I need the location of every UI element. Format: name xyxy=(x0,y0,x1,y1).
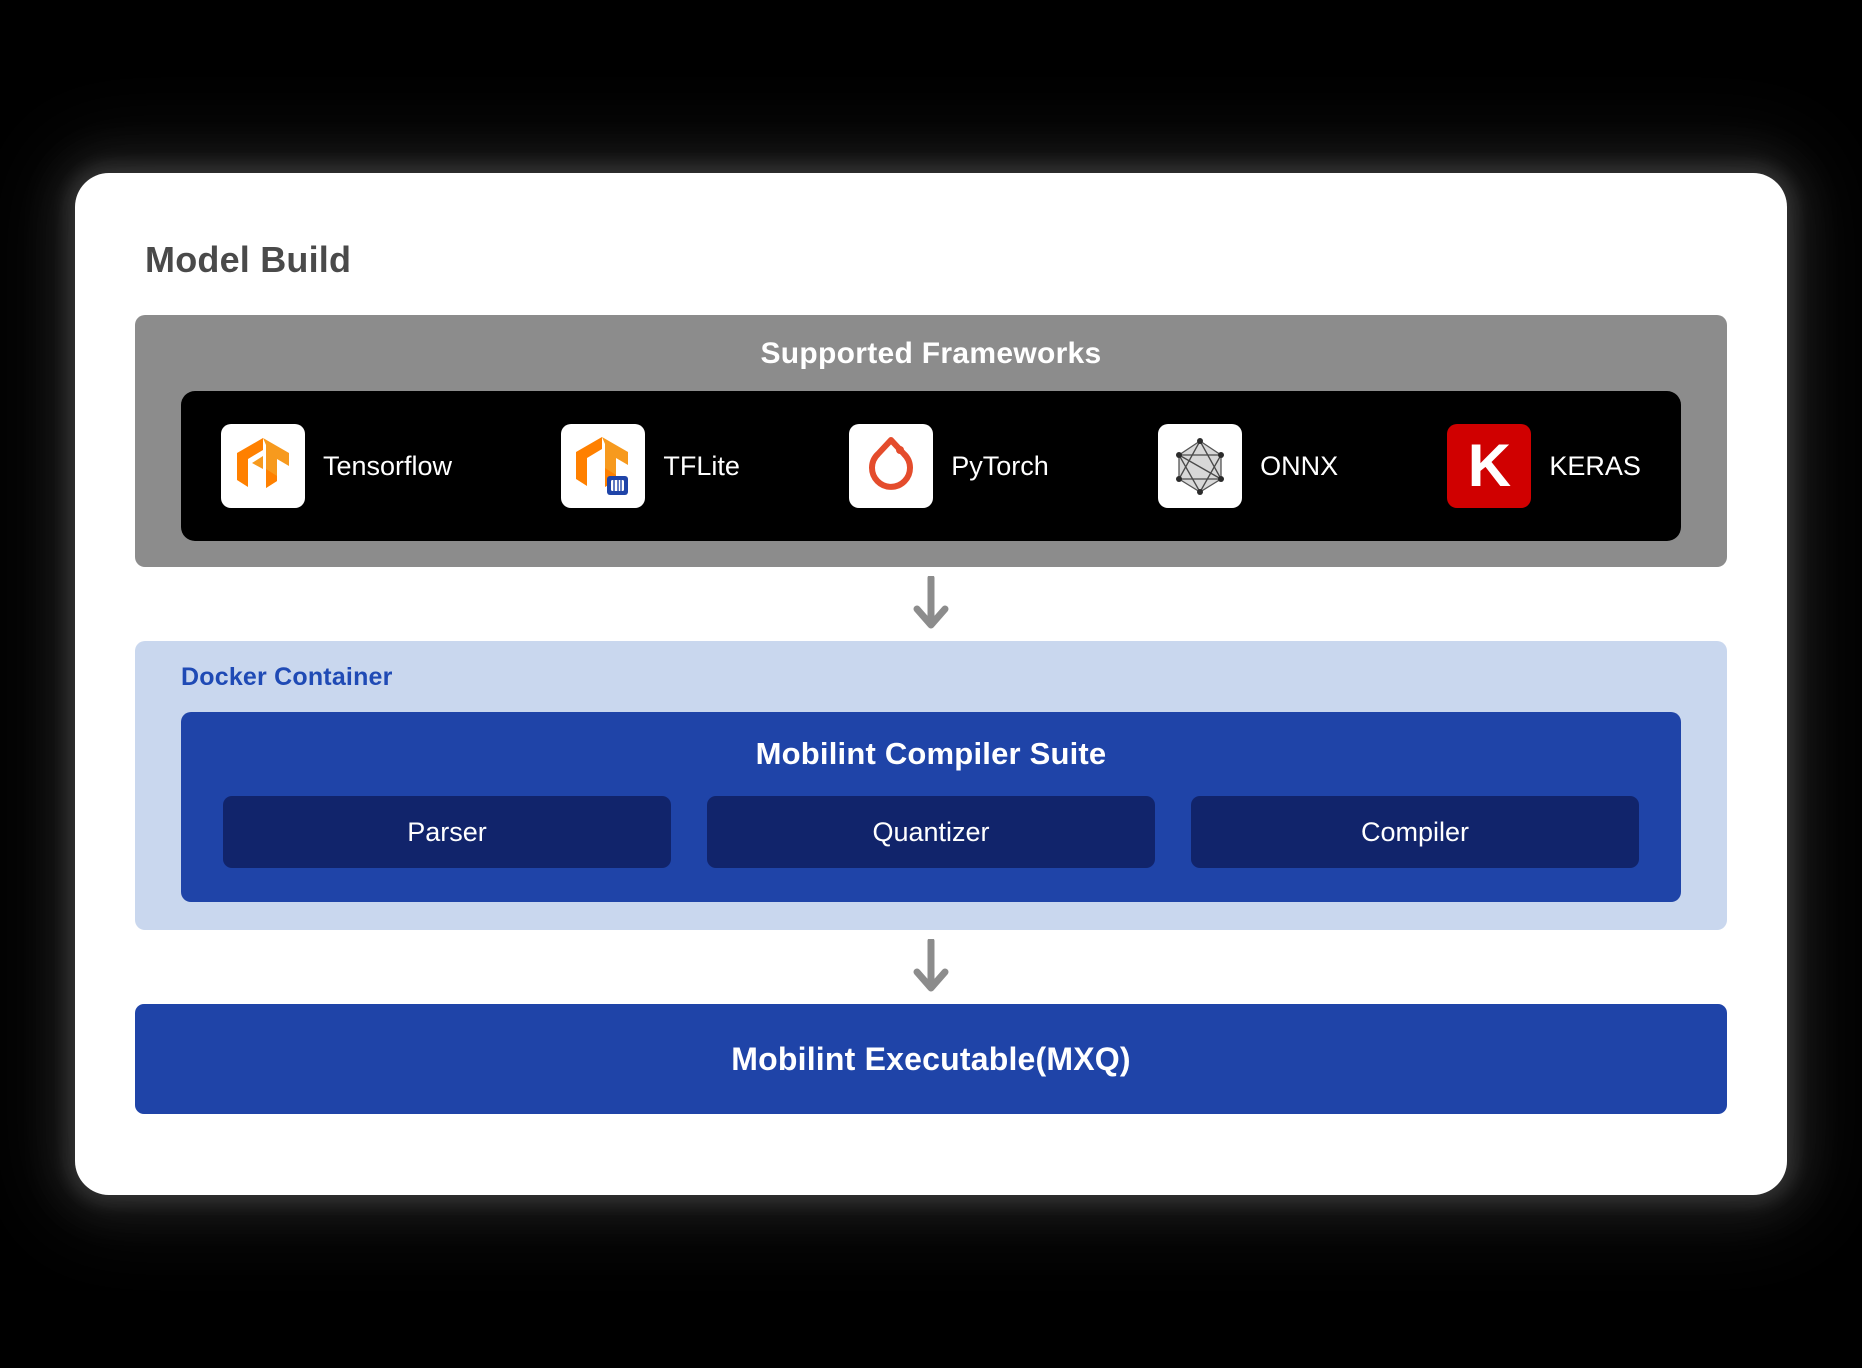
compiler-stage-parser[interactable]: Parser xyxy=(223,796,671,868)
docker-container-panel: Docker Container Mobilint Compiler Suite… xyxy=(135,641,1727,930)
framework-item-pytorch[interactable]: PyTorch xyxy=(849,424,1049,508)
framework-item-tflite[interactable]: TFLite xyxy=(561,424,740,508)
supported-frameworks-panel: Supported Frameworks Tensorflow xyxy=(135,315,1727,567)
docker-container-title: Docker Container xyxy=(181,663,393,691)
arrow-docker-to-executable xyxy=(135,930,1727,1004)
arrow-frameworks-to-docker xyxy=(135,567,1727,641)
framework-label-onnx: ONNX xyxy=(1260,450,1339,481)
diagram-card: Model Build Supported Frameworks Tenso xyxy=(75,173,1787,1195)
compiler-stage-compiler[interactable]: Compiler xyxy=(1191,796,1639,868)
keras-glyph: K xyxy=(1467,432,1512,499)
framework-item-tensorflow[interactable]: Tensorflow xyxy=(221,424,452,508)
framework-label-tensorflow: Tensorflow xyxy=(323,450,453,481)
page-title: Model Build xyxy=(145,239,352,280)
framework-label-pytorch: PyTorch xyxy=(951,450,1049,481)
pytorch-icon xyxy=(849,424,934,508)
mobilint-executable-bar: Mobilint Executable(MXQ) xyxy=(135,1004,1727,1114)
compiler-suite-title: Mobilint Compiler Suite xyxy=(755,736,1107,771)
keras-icon: K xyxy=(1447,424,1532,508)
arrow-down-icon xyxy=(913,576,949,629)
mobilint-compiler-suite-box: Mobilint Compiler Suite Parser Quantizer… xyxy=(181,712,1681,902)
compiler-stage-row: Parser Quantizer Compiler xyxy=(223,796,1639,868)
framework-label-tflite: TFLite xyxy=(663,450,740,481)
framework-label-keras: KERAS xyxy=(1549,450,1641,481)
framework-item-keras[interactable]: K KERAS xyxy=(1447,424,1641,508)
compiler-stage-quantizer[interactable]: Quantizer xyxy=(707,796,1155,868)
supported-frameworks-title: Supported Frameworks xyxy=(760,337,1102,370)
onnx-icon xyxy=(1158,424,1243,508)
tensorflow-icon xyxy=(221,424,305,508)
framework-item-onnx[interactable]: ONNX xyxy=(1158,424,1338,508)
tflite-icon xyxy=(561,424,646,508)
frameworks-logo-bar: Tensorflow xyxy=(181,391,1681,541)
arrow-down-icon xyxy=(913,939,949,992)
